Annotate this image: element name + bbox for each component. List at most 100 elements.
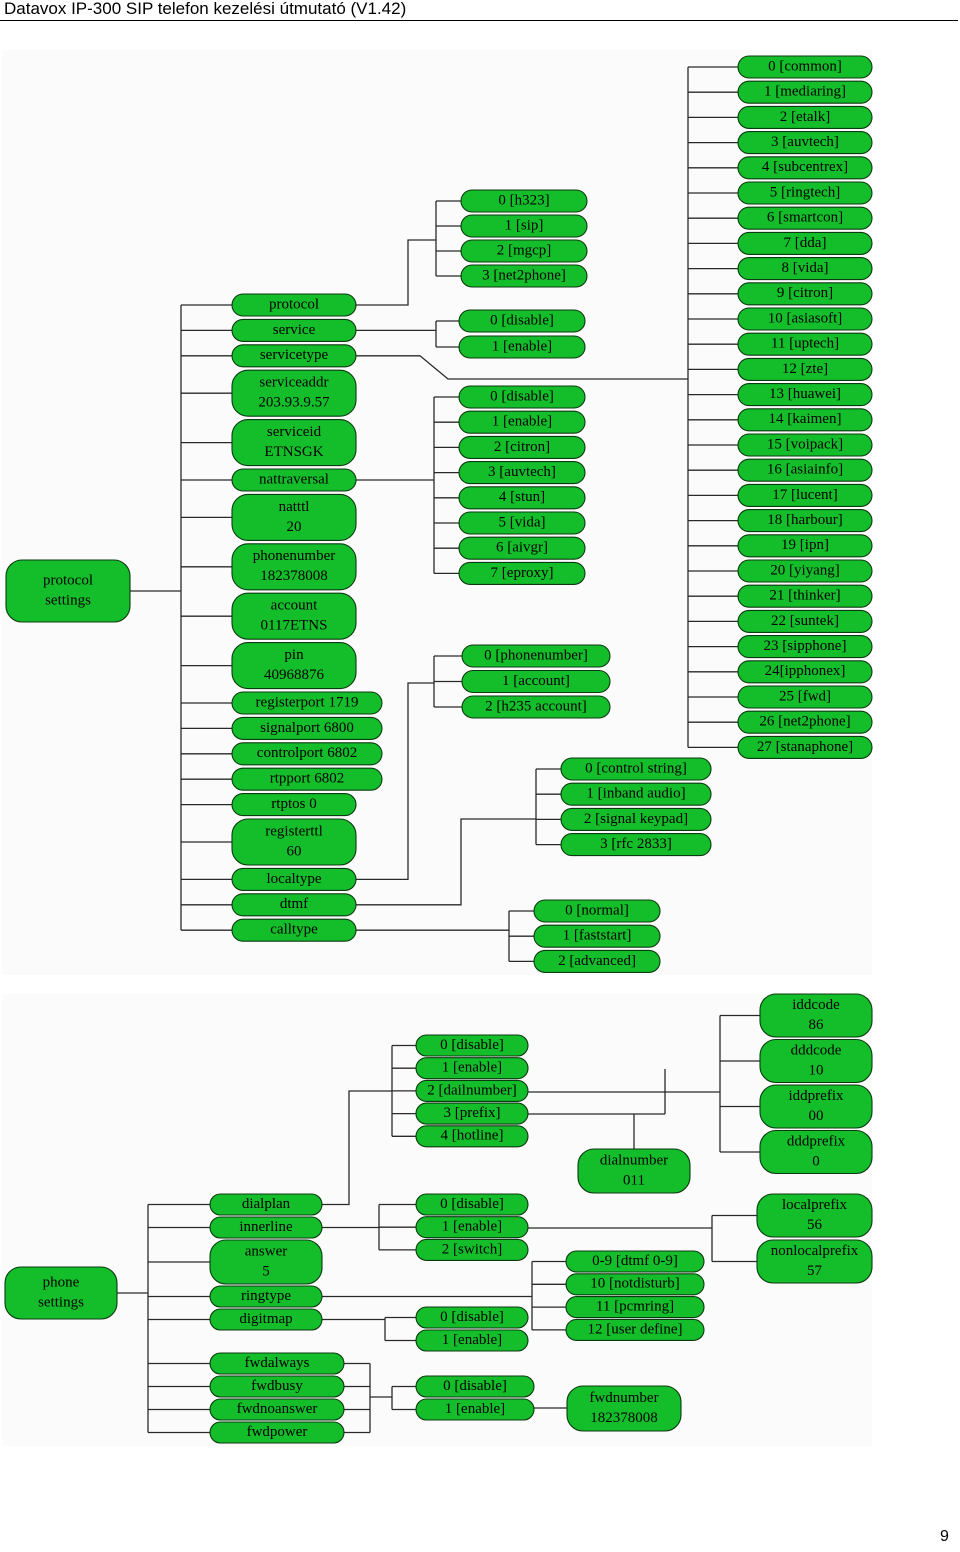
phone-param-fwdalways-label: fwdalways [245, 1355, 310, 1371]
protocol-option-2-mgcp: 2 [mgcp] [460, 239, 588, 263]
param-account-label: account [271, 598, 318, 614]
calltype-option-0-normal-label: 0 [normal] [565, 902, 629, 918]
protocol-option-1-sip: 1 [sip] [460, 214, 588, 238]
phone-param-ringtype: ringtype [209, 1285, 323, 1308]
param-localtype-label: localtype [267, 871, 322, 887]
phone-param-innerline-label: innerline [239, 1219, 293, 1235]
digitmap-option-1-enable: 1 [enable] [415, 1329, 529, 1352]
param-natttl-label: 20 [287, 519, 302, 535]
param-account: account 0117ETNS [231, 592, 357, 640]
digitmap-option-0-disable-label: 0 [disable] [440, 1309, 504, 1325]
innerline-option-1-enable-label: 1 [enable] [442, 1219, 502, 1235]
digitmap-option-1-enable-label: 1 [enable] [442, 1332, 502, 1348]
dialplan-option-2-dailnumber-label: 2 [dailnumber] [427, 1082, 517, 1098]
servicetype-option-18-harbour: 18 [harbour] [737, 509, 873, 533]
phone-param-answer-label: answer [245, 1243, 287, 1259]
dtmf-option-2-signal-keypad-label: 2 [signal keypad] [584, 811, 688, 827]
localtype-option-2-h235-account-label: 2 [h235 account] [485, 698, 587, 714]
servicetype-option-22-suntek-label: 22 [suntek] [771, 613, 839, 629]
dialplan-option-0-disable: 0 [disable] [415, 1034, 529, 1057]
nat-option-1-enable: 1 [enable] [458, 410, 586, 434]
phone-param-dialplan: dialplan [209, 1193, 323, 1216]
param-account-label: 0117ETNS [261, 618, 328, 634]
param-service: service [231, 318, 357, 342]
phone-param-fwdpower-label: fwdpower [247, 1424, 308, 1440]
root-phone-settings-label: phone [43, 1274, 80, 1290]
connector-line [356, 239, 436, 306]
param-pin-label: 40968876 [264, 667, 325, 683]
innerline-option-0-disable: 0 [disable] [415, 1193, 529, 1216]
dialnumber-value-label: dialnumber [600, 1152, 668, 1168]
dialplan-option-2-dailnumber: 2 [dailnumber] [415, 1079, 529, 1102]
phone-param-digitmap-label: digitmap [239, 1311, 292, 1327]
phone-param-fwdalways: fwdalways [209, 1352, 345, 1375]
servicetype-option-9-citron: 9 [citron] [737, 282, 873, 306]
protocol-option-1-sip-label: 1 [sip] [505, 217, 544, 233]
param-registerttl: registerttl 60 [231, 818, 357, 866]
param-calltype: calltype [231, 918, 357, 942]
dialplan-option-4-hotline: 4 [hotline] [415, 1125, 529, 1148]
param-registerttl-label: registerttl [265, 823, 322, 839]
calltype-option-2-advanced-label: 2 [advanced] [558, 953, 636, 969]
protocol-option-0-h323-label: 0 [h323] [498, 192, 549, 208]
protocol-option-3-net2phone: 3 [net2phone] [460, 264, 588, 288]
root-protocol-settings-label: protocol [43, 572, 93, 588]
localtype-option-1-account: 1 [account] [461, 669, 611, 694]
param-pin: pin 40968876 [231, 642, 357, 690]
servicetype-option-11-uptech: 11 [uptech] [737, 332, 873, 356]
param-phonenumber-label: phonenumber [253, 548, 335, 564]
param-rtptos-0-label: rtptos 0 [271, 796, 316, 812]
param-nattraversal-label: nattraversal [259, 471, 329, 487]
servicetype-option-18-harbour-label: 18 [harbour] [767, 512, 842, 528]
servicetype-option-25-fwd: 25 [fwd] [737, 685, 873, 709]
fwdnumber-value-label: 182378008 [590, 1410, 658, 1426]
ringtype-option-0-9-dtmf-0-9: 0-9 [dtmf 0-9] [565, 1250, 705, 1273]
servicetype-option-27-stanaphone-label: 27 [stanaphone] [757, 739, 853, 755]
nat-option-6-aivgr-label: 6 [aivgr] [496, 540, 548, 556]
localtype-option-2-h235-account: 2 [h235 account] [461, 695, 611, 719]
param-serviceid-label: ETNSGK [264, 444, 323, 460]
servicetype-option-8-vida-label: 8 [vida] [781, 260, 828, 276]
dialplan-option-3-prefix-label: 3 [prefix] [443, 1105, 500, 1121]
param-registerport-1719-label: registerport 1719 [256, 694, 359, 710]
servicetype-option-26-net2phone: 26 [net2phone] [737, 710, 873, 734]
param-protocol: protocol [231, 293, 357, 317]
digitmap-option-0-disable: 0 [disable] [415, 1306, 529, 1329]
param-registerttl-label: 60 [287, 843, 302, 859]
servicetype-option-20-yiyang: 20 [yiyang] [737, 559, 873, 583]
servicetype-option-16-asiainfo: 16 [asiainfo] [737, 458, 873, 482]
dtmf-option-2-signal-keypad: 2 [signal keypad] [560, 807, 712, 831]
servicetype-option-6-smartcon: 6 [smartcon] [737, 206, 873, 230]
param-natttl-label: natttl [279, 499, 310, 515]
servicetype-option-1-mediaring: 1 [mediaring] [737, 80, 873, 104]
nat-option-4-stun-label: 4 [stun] [499, 489, 545, 505]
param-pin-label: pin [284, 647, 304, 663]
servicetype-option-24-ipphonex-label: 24[ipphonex] [765, 663, 846, 679]
code-iddcode-label: 86 [809, 1017, 825, 1033]
ringtype-option-12-user-define: 12 [user define] [565, 1318, 705, 1341]
servicetype-option-10-asiasoft-label: 10 [asiasoft] [768, 310, 843, 326]
servicetype-option-1-mediaring-label: 1 [mediaring] [764, 84, 846, 100]
nat-option-5-vida: 5 [vida] [458, 511, 586, 535]
servicetype-option-21-thinker-label: 21 [thinker] [769, 588, 840, 604]
servicetype-option-25-fwd-label: 25 [fwd] [779, 688, 831, 704]
param-signalport-6800: signalport 6800 [231, 716, 383, 740]
local-code-nonlocalprefix-label: nonlocalprefix [771, 1243, 859, 1259]
servicetype-option-4-subcentrex-label: 4 [subcentrex] [762, 159, 848, 175]
phone-param-fwdpower: fwdpower [209, 1421, 345, 1444]
phone-param-answer-label: 5 [262, 1263, 270, 1279]
dialnumber-value: dialnumber 011 [577, 1148, 691, 1194]
dialnumber-value-label: 011 [623, 1172, 645, 1188]
local-code-localprefix-label: 56 [807, 1217, 823, 1233]
local-code-localprefix-label: localprefix [782, 1197, 847, 1213]
calltype-option-0-normal: 0 [normal] [533, 899, 661, 923]
servicetype-option-19-ipn: 19 [ipn] [737, 534, 873, 558]
servicetype-option-15-voipack-label: 15 [voipack] [767, 436, 843, 452]
protocol-option-2-mgcp-label: 2 [mgcp] [497, 242, 552, 258]
nat-option-0-disable: 0 [disable] [458, 385, 586, 409]
param-protocol-label: protocol [269, 296, 319, 312]
fwd-option-0-disable-label: 0 [disable] [443, 1378, 507, 1394]
